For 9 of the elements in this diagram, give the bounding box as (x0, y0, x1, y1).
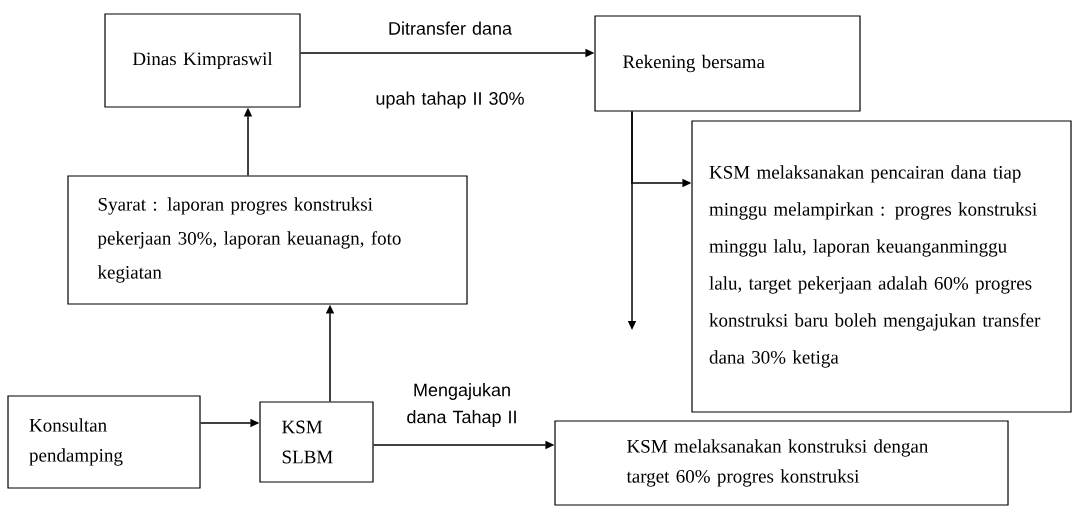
edge-label: Mengajukan dana Tahap II (407, 383, 516, 427)
process-box: Konsultan pendamping (7, 395, 201, 489)
process-box: KSM melaksanakan pencairan dana tiap minggu melampirkan : progres konstruksi minggu lalu, laporan keuanganminggu lalu, target pekerjaan adalah 60% progres konstruksi baru boleh mengajukan transfer dana 30% ketiga (691, 120, 1072, 413)
process-box: KSM SLBM (259, 401, 374, 483)
process-box: KSM melaksanakan konstruksi dengan target 60% progres konstruksi (554, 420, 1009, 506)
process-box: Syarat : laporan progres konstruksi pekerjaan 30%, laporan keuanagn, foto kegiatan (67, 175, 468, 305)
process-box: Dinas Kimpraswil (104, 13, 301, 108)
edge-label: Ditransfer dana upah tahap II 30% (376, 21, 524, 109)
process-box: Rekening bersama (594, 15, 861, 112)
